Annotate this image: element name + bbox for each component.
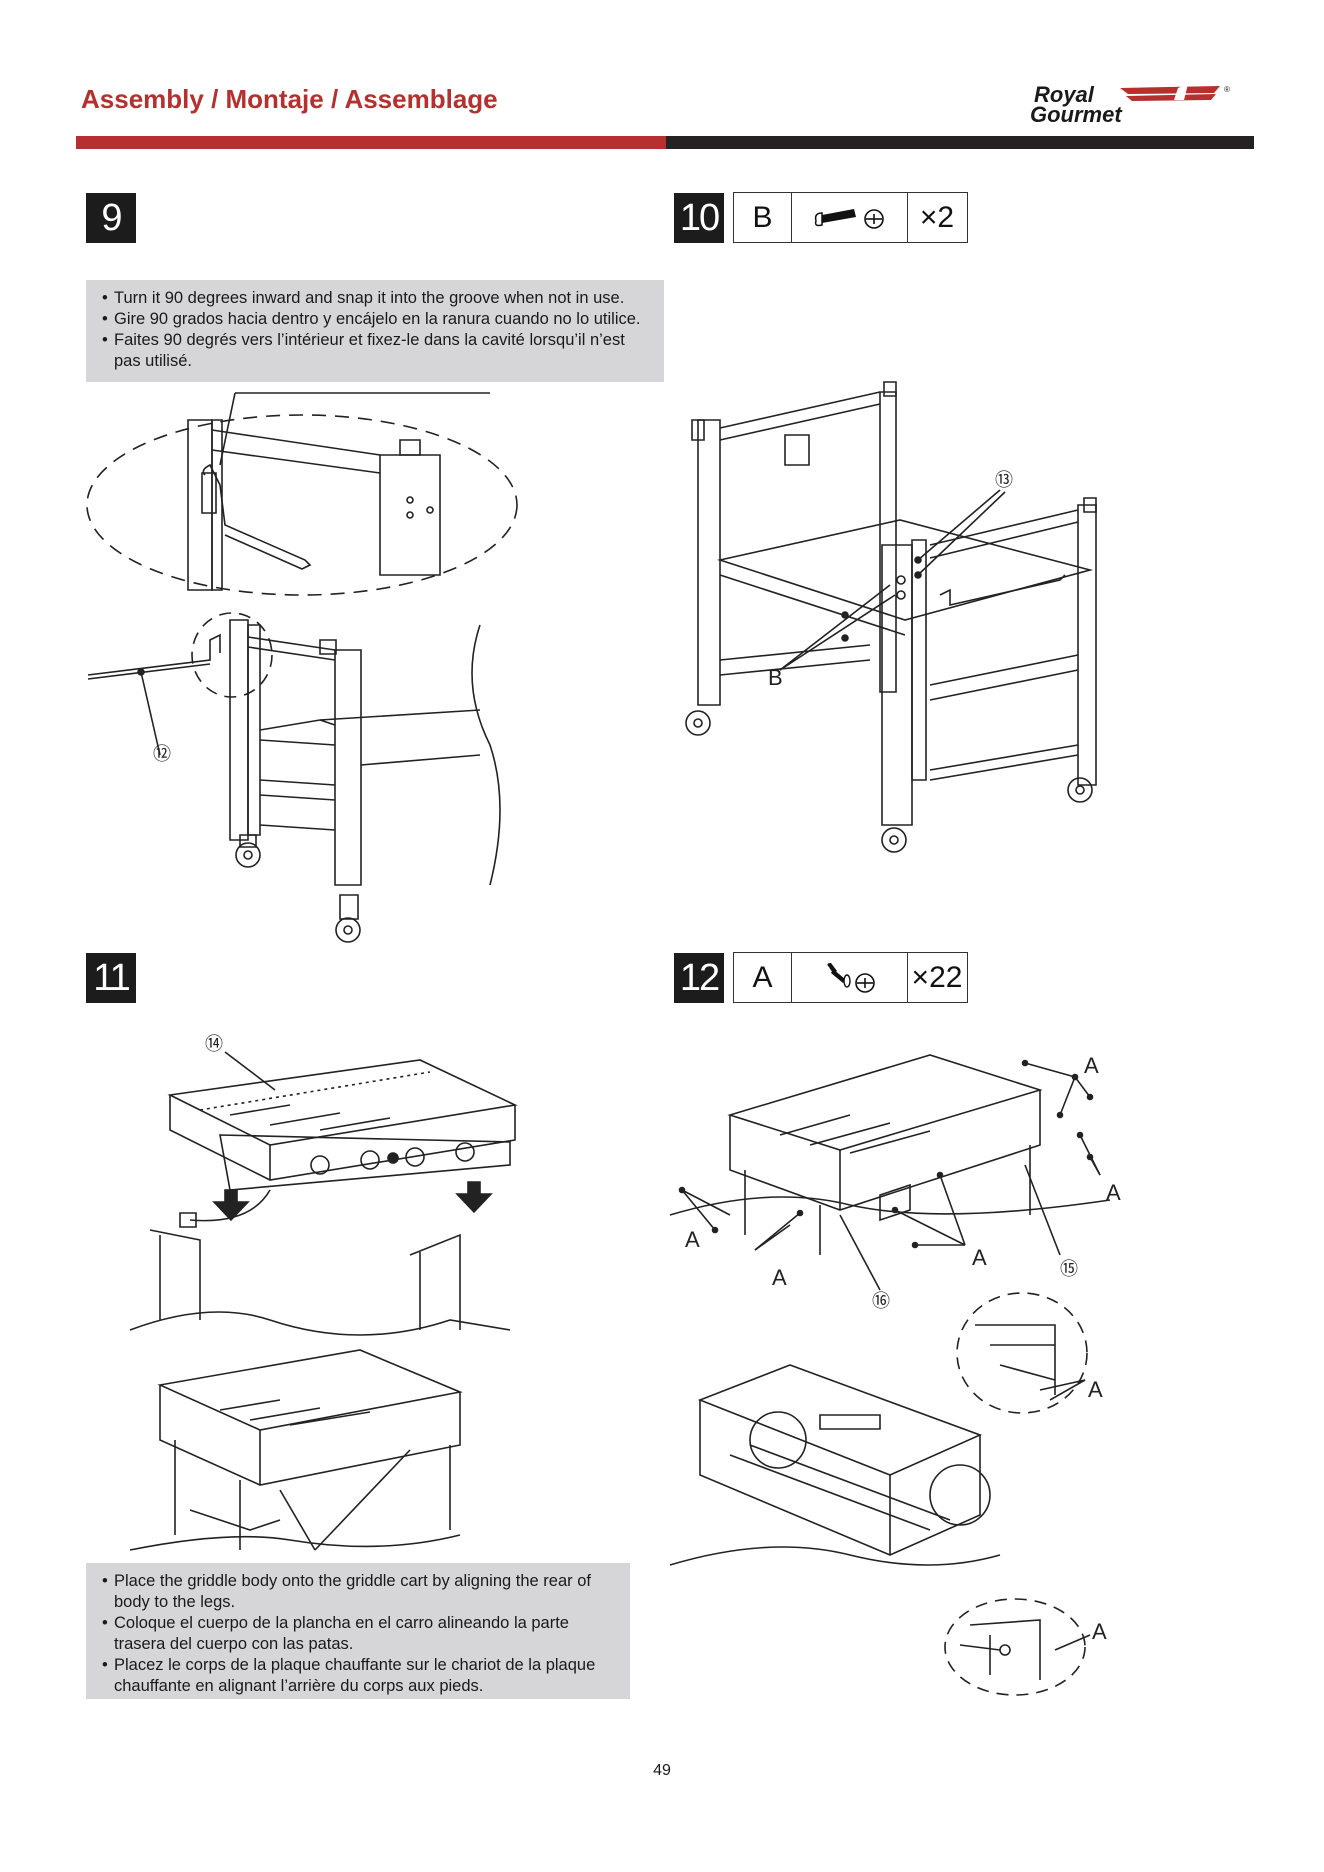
step-11-callout-14: ⑭ (205, 1034, 223, 1055)
step-12-callout-a-3: A (685, 1227, 700, 1252)
step-12-callout-a-7: A (1092, 1619, 1107, 1644)
step-12-callout-a-6: A (1088, 1377, 1103, 1402)
step-12-callout-16: ⑯ (872, 1291, 890, 1312)
logo-text-royal: Royal (1034, 82, 1095, 107)
step-9-number: 9 (86, 193, 136, 243)
step-11-illustration: ⑭ (130, 1034, 550, 1560)
step-12-illustration: A A A A A ⑮ ⑯ A A (670, 1053, 1121, 1700)
step-11-note-es: Coloque el cuerpo de la plancha en el ca… (100, 1613, 618, 1655)
header-bar-red (76, 136, 666, 149)
brand-logo: Royal Gourmet ® (1030, 82, 1260, 127)
page-number: 49 (653, 1762, 671, 1779)
page-title: Assembly / Montaje / Assemblage (81, 84, 498, 114)
step-12-callout-15: ⑮ (1060, 1259, 1078, 1280)
step-10-hardware-qty: ×2 (919, 200, 955, 234)
step-12-callout-a-5: A (772, 1265, 787, 1290)
step-11-number: 11 (86, 953, 136, 1003)
step-9-note-es: Gire 90 grados hacia dentro y encájelo e… (100, 309, 652, 330)
step-12-number: 12 (674, 953, 724, 1003)
logo-flame-icon: Royal Gourmet ® (1030, 82, 1230, 127)
step-10-callout-b: B (768, 665, 783, 690)
step-12-callout-a-1: A (1084, 1053, 1099, 1078)
step-10-hardware-letter: B (734, 193, 792, 242)
step-9-note-fr: Faites 90 degrés vers l’intérieur et fix… (100, 330, 652, 372)
step-10-illustration: ⑬ B (670, 380, 1140, 850)
step-10-hardware-box: B ×2 (733, 192, 968, 243)
bolt-washer-icon (792, 193, 908, 242)
header-bar-dark (666, 136, 1254, 149)
step-12-callout-a-4: A (972, 1245, 987, 1270)
registered-mark: ® (1224, 85, 1230, 94)
step-11-instructions: Place the griddle body onto the griddle … (86, 1563, 630, 1699)
step-9-illustration: ⑫ (80, 385, 580, 945)
step-10-callout-13: ⑬ (995, 470, 1013, 491)
step-10-number: 10 (674, 193, 724, 243)
step-11-note-fr: Placez le corps de la plaque chauffante … (100, 1655, 618, 1697)
step-12-hardware-letter: A (734, 953, 792, 1002)
step-9-note-en: Turn it 90 degrees inward and snap it in… (100, 288, 652, 309)
step-11-note-en: Place the griddle body onto the griddle … (100, 1571, 618, 1613)
screw-washer-icon (792, 953, 908, 1002)
step-12-hardware-box: A ×22 (733, 952, 968, 1003)
step-12-callout-a-2: A (1106, 1180, 1121, 1205)
step-9-callout-12: ⑫ (153, 744, 171, 765)
step-9-instructions: Turn it 90 degrees inward and snap it in… (86, 280, 664, 382)
step-12-hardware-qty: ×22 (911, 960, 963, 994)
logo-text-gourmet: Gourmet (1030, 102, 1123, 126)
